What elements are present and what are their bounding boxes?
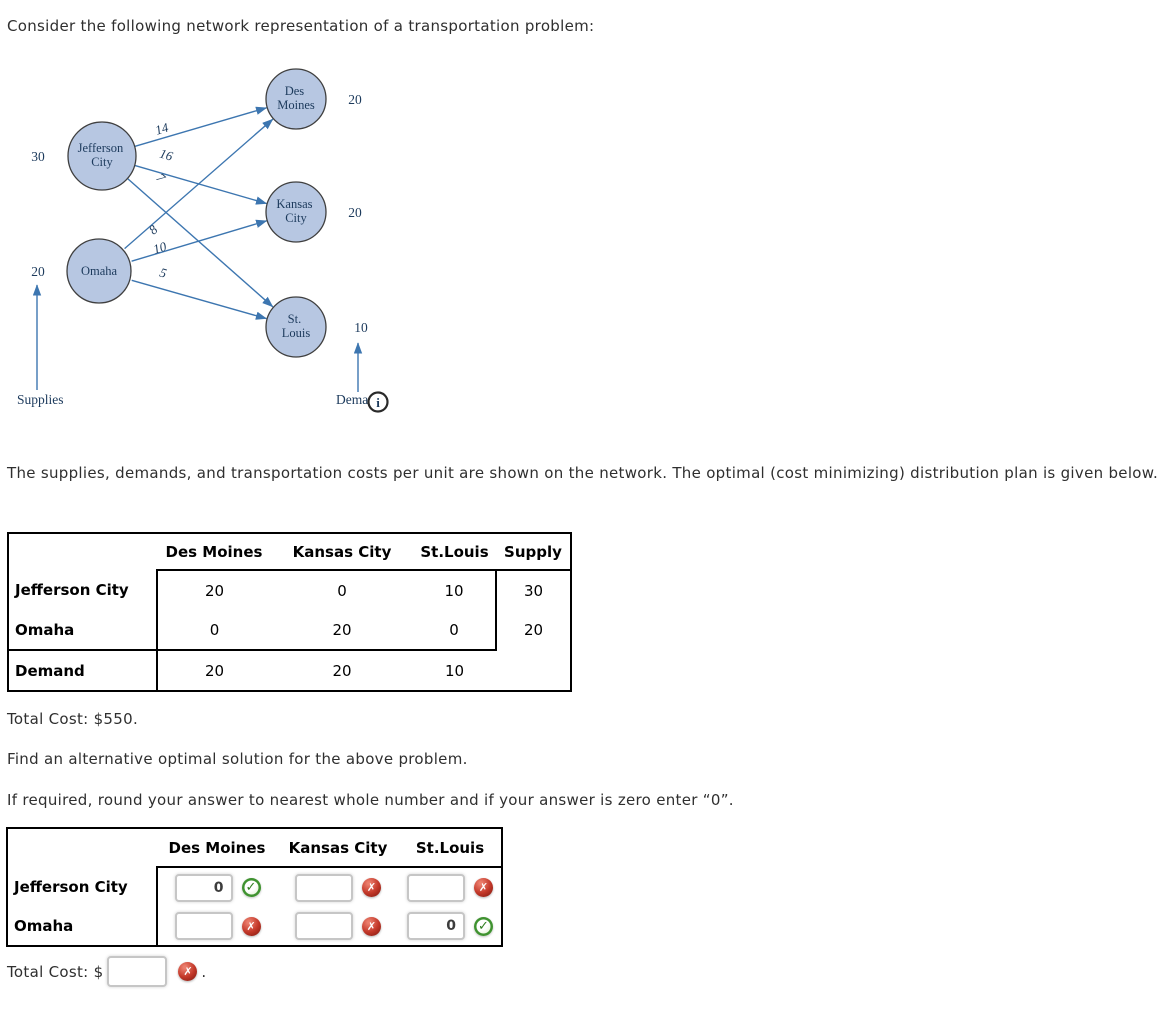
cell-value: 20 [204, 581, 225, 600]
table-row: Omaha ✗ ✗ ✓ [7, 907, 502, 946]
cell-value: 0 [337, 581, 347, 600]
instruction-text: If required, round your answer to neares… [7, 791, 734, 809]
cell-value: 20 [332, 661, 352, 680]
node-label-omaha: Omaha [81, 264, 118, 278]
correct-icon: ✓ [241, 878, 261, 897]
total-cost-input[interactable] [107, 956, 168, 987]
row-header-jefferson-city: Jefferson City [7, 867, 158, 907]
col-header-kansas-city: Kansas City [271, 533, 413, 571]
wrong-icon: ✗ [241, 916, 261, 936]
answer-input-jefferson-kansascity[interactable] [295, 873, 353, 902]
cell-value: 30 [523, 581, 544, 600]
row-header-omaha: Omaha [8, 610, 158, 651]
answer-input-omaha-desmoines[interactable] [174, 912, 233, 940]
answer-input-jefferson-stlouis[interactable] [407, 873, 465, 902]
page-title: Consider the following network represent… [7, 17, 595, 35]
node-st-louis [265, 296, 327, 358]
description-text: The supplies, demands, and transportatio… [7, 464, 1159, 482]
table-row: Omaha 0 20 0 20 [8, 610, 571, 651]
edge-omaha-desmoines [124, 118, 274, 250]
supply-value-omaha: 20 [31, 264, 45, 279]
row-header-omaha: Omaha [7, 907, 158, 946]
col-header-des-moines: Des Moines [157, 828, 277, 868]
col-header-kansas-city: Kansas City [277, 828, 399, 868]
cell-value: 10 [444, 661, 465, 680]
answer-input-omaha-kansascity[interactable] [295, 912, 353, 940]
edge-jefferson-stlouis [127, 177, 274, 308]
col-header-st-louis: St.Louis [413, 533, 496, 571]
cell-value: 0 [413, 610, 497, 651]
cell-value [496, 650, 571, 691]
edge-omaha-stlouis [131, 279, 268, 320]
table-row: Demand 20 20 10 [8, 650, 571, 691]
edge-cost-label: 5 [158, 265, 169, 281]
wrong-icon: ✗ [474, 878, 493, 897]
col-header-st-louis: St.Louis [399, 828, 502, 868]
wrong-icon: ✗ [362, 916, 381, 936]
supply-value-jefferson: 30 [31, 149, 45, 164]
node-kansas-city [265, 181, 327, 243]
demand-value-st-louis: 10 [354, 320, 368, 335]
edge-cost-label: 16 [158, 146, 175, 164]
total-cost-text: Total Cost: $550. [7, 710, 139, 728]
transportation-network-diagram: Jefferson City Omaha Des Moines Kansas C… [17, 68, 389, 413]
cell-value: 10 [413, 570, 497, 610]
correct-icon: ✓ [474, 916, 493, 936]
node-des-moines [265, 68, 327, 130]
demand-value-kansas-city: 20 [348, 205, 362, 220]
corner-cell [7, 828, 157, 867]
svg-text:i: i [376, 395, 380, 410]
node-label-jefferson-city: Jefferson City [78, 141, 127, 169]
optimal-plan-table: Des Moines Kansas City St.Louis Supply J… [7, 532, 572, 692]
cell-value: 0 [157, 610, 271, 651]
cell-value: 20 [523, 621, 544, 639]
wrong-icon: ✗ [178, 962, 198, 981]
edge-jefferson-kansascity [134, 164, 268, 205]
total-cost-label: Total Cost: $ [7, 962, 104, 981]
edge-cost-label: 10 [151, 238, 168, 256]
row-header-jefferson-city: Jefferson City [8, 570, 158, 610]
cell-value: 20 [204, 661, 225, 680]
sentence-period: . [201, 962, 207, 981]
answer-input-omaha-stlouis[interactable] [407, 912, 465, 940]
col-header-des-moines: Des Moines [157, 533, 271, 571]
node-label-kansas-city: Kansas City [276, 197, 315, 225]
table-row: Jefferson City ✓ ✗ ✗ [7, 867, 502, 907]
answer-input-jefferson-desmoines[interactable] [174, 873, 233, 902]
edge-omaha-kansascity [131, 219, 268, 262]
answer-table: Des Moines Kansas City St.Louis Jefferso… [6, 827, 503, 947]
supplies-label: Supplies [17, 392, 64, 407]
demand-value-des-moines: 20 [348, 92, 362, 107]
task-text: Find an alternative optimal solution for… [7, 750, 468, 768]
wrong-icon: ✗ [362, 878, 381, 897]
node-jefferson-city [67, 121, 137, 191]
node-omaha [66, 238, 132, 304]
corner-cell [8, 533, 157, 570]
node-label-st-louis: St. Louis [282, 312, 311, 340]
info-icon[interactable]: i [367, 391, 389, 413]
total-cost-answer-row: Total Cost: $ ✗ . [7, 956, 206, 987]
edge-cost-label: 14 [153, 120, 170, 138]
row-header-demand: Demand [8, 650, 158, 691]
cell-value: 20 [271, 610, 413, 651]
node-label-des-moines: Des Moines [277, 84, 315, 112]
edge-jefferson-desmoines [134, 106, 268, 148]
table-row: Jefferson City 20 0 10 30 [8, 570, 571, 610]
col-header-supply: Supply [496, 533, 571, 571]
